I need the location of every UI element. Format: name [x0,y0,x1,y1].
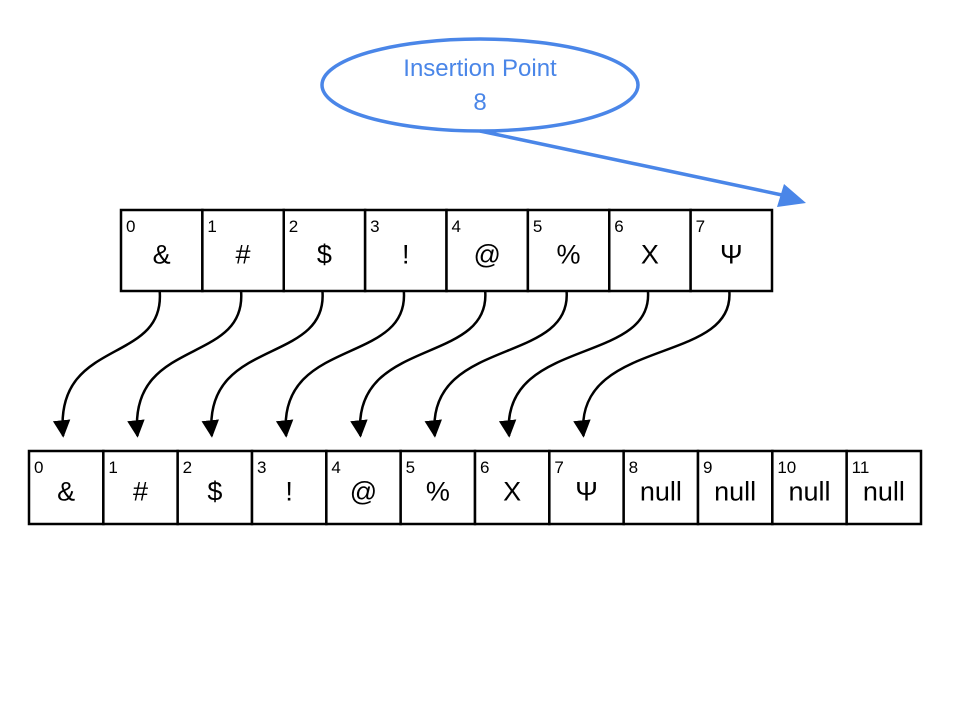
target-cell: 1# [102,449,179,526]
callout-pointer-line [479,129,783,197]
source-cell: 5% [526,208,611,293]
source-cell-box [608,208,692,293]
source-cell-value: ! [402,240,410,270]
target-cell-index: 9 [703,458,712,477]
callout-label: Insertion Point [403,55,557,82]
copy-arrow [201,290,324,438]
source-cell-box [282,208,367,293]
callout-ellipse [320,37,640,133]
target-cell-box [622,449,700,526]
target-cell: 3! [250,449,328,526]
source-cell-index: 3 [370,217,379,236]
target-cell-box [845,449,923,526]
source-cell-value: $ [317,240,332,270]
target-cell-value: Ψ [575,477,598,507]
target-cell-value: X [503,477,521,507]
target-cell-value: null [640,477,682,507]
source-cell: 6X [608,208,692,293]
target-cell-index: 0 [34,458,43,477]
target-cell: 7Ψ [548,449,625,526]
source-cell: 2$ [282,208,367,293]
source-cell-index: 0 [126,217,135,236]
target-cell-index: 3 [257,458,266,477]
source-cell-box [201,208,285,293]
target-cell-box [399,449,477,526]
target-cell-index: 4 [331,458,340,477]
target-cell: 5% [399,449,477,526]
copy-arrows [52,290,731,438]
source-cell-index: 1 [207,217,216,236]
source-cell-box [689,208,774,293]
target-cell-box [325,449,402,526]
source-cell: 4@ [445,208,530,293]
callout-value: 8 [473,89,486,116]
copy-arrow [424,290,568,438]
copy-arrow [573,290,731,438]
target-cell: 4@ [325,449,402,526]
target-cell-value: ! [285,477,293,507]
target-cell-index: 8 [629,458,638,477]
copy-arrow [498,290,650,438]
insertion-point-callout: Insertion Point 8 [320,37,806,207]
source-cell-index: 2 [289,217,298,236]
target-cell-value: null [714,477,756,507]
copy-arrow [350,290,487,438]
target-cell-value: @ [350,477,377,507]
target-cell-index: 7 [554,458,563,477]
callout-pointer-arrowhead [777,184,806,207]
target-cell-box [250,449,328,526]
target-cell-index: 10 [777,458,796,477]
source-cell-index: 6 [614,217,623,236]
source-cell-box [445,208,530,293]
source-cell-index: 5 [533,217,542,236]
source-cell-value: # [236,240,251,270]
target-cell-index: 2 [183,458,192,477]
target-cell-box [102,449,179,526]
target-cell-index: 6 [480,458,489,477]
target-cell-index: 11 [852,458,870,477]
target-cell: 0& [27,449,105,526]
target-cell-value: % [426,477,450,507]
copy-arrow [52,290,161,438]
source-cell: 0& [119,208,204,293]
source-cell: 3! [363,208,448,293]
source-cell-index: 4 [452,217,461,236]
source-cell-value: & [153,240,171,270]
source-cell: 7Ψ [689,208,774,293]
source-cell: 1# [201,208,285,293]
target-cell-value: null [788,477,830,507]
target-cell: 6X [473,449,551,526]
source-cell-value: % [557,240,581,270]
source-cell-index: 7 [696,217,705,236]
target-cell-value: & [57,477,75,507]
target-cell-box [548,449,625,526]
source-cell-value: @ [473,240,500,270]
target-cell-value: # [133,477,148,507]
target-cell-value: null [863,477,905,507]
target-cell-index: 1 [108,458,117,477]
target-cell-box [771,449,848,526]
source-cell-box [526,208,611,293]
target-cell-box [27,449,105,526]
target-cell-index: 5 [406,458,415,477]
copy-arrow [275,290,406,438]
source-cell-box [119,208,204,293]
source-cell-value: X [641,240,659,270]
source-cell-value: Ψ [720,240,743,270]
copy-arrow [127,290,243,438]
target-cell-value: $ [207,477,222,507]
target-cell: 2$ [176,449,254,526]
